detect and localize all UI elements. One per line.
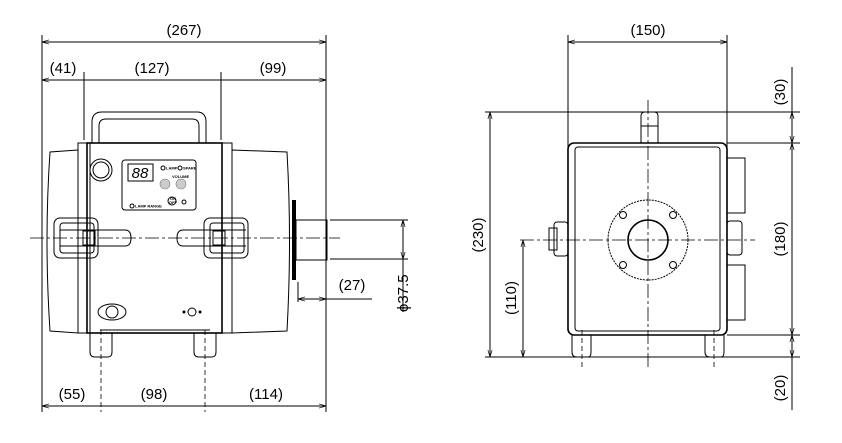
dimension-left-section: (41) <box>50 60 77 77</box>
svg-text:SPARE: SPARE <box>183 166 197 171</box>
dimension-foot-span: (98) <box>141 386 168 403</box>
dimension-center-height: (110) <box>503 281 520 315</box>
volume-down-button <box>159 178 171 190</box>
dimension-overall-height: (230) <box>470 217 487 252</box>
volume-up-button <box>175 178 187 190</box>
dimension-top: (30) <box>772 79 789 106</box>
dimension-foot-left: (55) <box>59 386 86 403</box>
dimension-right-section: (99) <box>260 60 287 77</box>
svg-text:OFF: OFF <box>169 200 178 205</box>
control-panel: 88 LAMP SPARE VOLUME ON OFF LAMP RANGE <box>121 159 197 211</box>
svg-text:VOLUME: VOLUME <box>172 174 189 179</box>
svg-text:ON: ON <box>170 196 176 201</box>
dimension-center-section: (127) <box>134 60 169 77</box>
svg-text:LAMP: LAMP <box>166 166 178 171</box>
svg-text:LAMP RANGE: LAMP RANGE <box>135 204 162 209</box>
svg-text:(267): (267) <box>166 22 201 39</box>
led-display: 88 <box>132 165 149 182</box>
dimension-width: (150) <box>630 22 665 39</box>
dimension-tube-length: (27) <box>339 277 366 294</box>
front-view: (267) (41) (127) (99) (55) (98) (114) 88… <box>30 22 412 412</box>
side-view: (150) (230) (110) (30) (180) (20) <box>470 22 800 410</box>
dimension-bottom: (20) <box>772 375 789 402</box>
dimension-foot-right: (114) <box>249 386 283 403</box>
dimension-body-height: (180) <box>772 221 789 256</box>
dimension-overall-width: (267) <box>42 22 326 42</box>
dimension-tube-diameter: ϕ37.5 <box>395 274 412 312</box>
screw-holes <box>619 211 677 269</box>
